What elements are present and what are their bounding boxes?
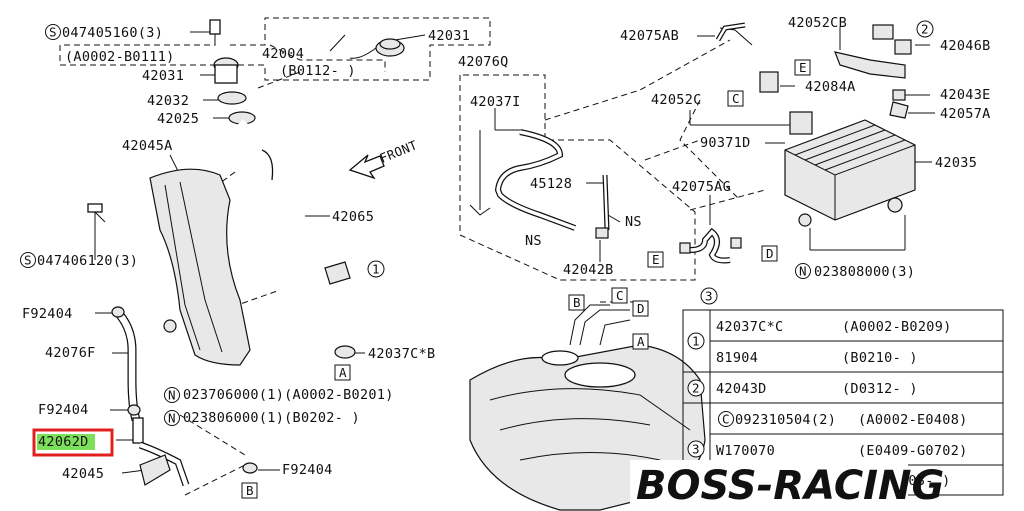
ref-tag-c-2: C	[616, 288, 624, 303]
label-42076f: 42076F	[45, 345, 96, 361]
circle-1-callout: 1	[372, 262, 380, 277]
label-f92404-bottom: F92404	[282, 462, 333, 478]
hose-42075ag	[679, 227, 742, 264]
ref-tag-a: A	[339, 365, 347, 380]
label-42025: 42025	[157, 111, 199, 127]
label-ns-left: NS	[525, 233, 542, 249]
label-42065: 42065	[332, 209, 374, 225]
filler-neck-assembly	[209, 19, 405, 359]
label-023806000: 023806000(1)(B0202- )	[183, 410, 360, 426]
label-42035: 42035	[935, 155, 977, 171]
clip-42037cb	[324, 261, 351, 285]
ref-tag-d-2: D	[637, 301, 645, 316]
highlight-box	[32, 428, 114, 457]
circle-3-callout: 3	[705, 289, 713, 304]
n-symbol: N	[168, 388, 176, 403]
table-ref-3: 3	[692, 442, 700, 457]
label-42031-cap: 42031	[428, 28, 470, 44]
ref-tags: A B E C D E B C D A	[241, 59, 811, 499]
label-42057a: 42057A	[940, 106, 991, 122]
label-a0002-b0111: (A0002-B0111)	[65, 49, 175, 65]
bracket-42052cb	[834, 24, 912, 119]
label-42052cb: 42052CB	[788, 15, 847, 31]
n-symbol-3: N	[799, 264, 807, 279]
table-range-3: (A0002-E0408)	[858, 412, 968, 428]
s-symbol-2: S	[24, 253, 32, 268]
label-90371d: 90371D	[700, 135, 751, 151]
breather-hose-42076f	[111, 306, 258, 487]
label-42062d: 42062D	[38, 434, 89, 450]
label-42043e: 42043E	[940, 87, 991, 103]
table-range-0: (A0002-B0209)	[842, 319, 952, 335]
label-023808000: 023808000(3)	[814, 264, 915, 280]
label-ns-right: NS	[625, 214, 642, 230]
heat-shield-42045a	[87, 168, 251, 366]
label-42004: 42004	[262, 46, 304, 62]
highlight-42062d	[37, 434, 95, 450]
label-42042b: 42042B	[563, 262, 614, 278]
front-label: FRONT	[378, 137, 420, 166]
label-42037i: 42037I	[470, 94, 521, 110]
watermark-boss-racing: BOSS-RACING	[636, 463, 944, 509]
table-range-2: (D0312- )	[842, 381, 918, 397]
label-047406120: 047406120(3)	[37, 253, 138, 269]
label-023706000: 023706000(1)(A0002-B0201)	[183, 387, 394, 403]
ref-tag-c: C	[732, 91, 740, 106]
n-symbol-2: N	[168, 411, 176, 426]
valve-42084a	[715, 22, 779, 93]
label-f92404-top: F92404	[22, 306, 73, 322]
label-42032: 42032	[147, 93, 189, 109]
watermark-bg	[630, 460, 908, 508]
table-part-4: W170070	[716, 443, 775, 459]
table-part-3: 092310504(2)	[735, 412, 836, 428]
canister-42035	[784, 111, 916, 227]
label-42084a: 42084A	[805, 79, 856, 95]
table-ref-2: 2	[692, 381, 700, 396]
table-range-1: (B0210- )	[842, 350, 918, 366]
label-42052c: 42052C	[651, 92, 702, 108]
label-b0112: (B0112- )	[280, 63, 356, 79]
table-range-5: 703- )	[900, 473, 951, 489]
label-42045a: 42045A	[122, 138, 173, 154]
circled-symbols: S S N N N 1 2 3	[20, 20, 934, 426]
s-symbol: S	[49, 25, 57, 40]
label-047405160: 047405160(3)	[62, 25, 163, 41]
label-42076q: 42076Q	[458, 54, 509, 70]
label-42037cb: 42037C*B	[368, 346, 435, 362]
table-range-4: (E0409-G0702)	[858, 443, 968, 459]
front-arrow: FRONT	[348, 137, 420, 180]
table-part-2: 42043D	[716, 381, 767, 397]
ref-tag-b-2: B	[573, 295, 581, 310]
label-42045: 42045	[62, 466, 104, 482]
circle-2-callout: 2	[921, 22, 929, 37]
table-part-0: 42037C*C	[716, 319, 783, 335]
label-42075ab: 42075AB	[620, 28, 679, 44]
ref-tag-b: B	[246, 483, 254, 498]
label-f92404-mid: F92404	[38, 402, 89, 418]
ref-tag-e-2: E	[652, 252, 660, 267]
label-45128: 45128	[530, 176, 572, 192]
label-42075ag: 42075AG	[672, 179, 731, 195]
ref-tag-a-2: A	[637, 334, 645, 349]
label-42031: 42031	[142, 68, 184, 84]
ref-tag-e: E	[799, 60, 807, 75]
c-symbol: C	[722, 412, 730, 427]
label-42046b: 42046B	[940, 38, 991, 54]
evap-pipes-42076q	[469, 129, 610, 239]
table-ref-1: 1	[692, 334, 700, 349]
table-part-1: 81904	[716, 350, 758, 366]
ref-tag-d: D	[766, 246, 774, 261]
part-labels: 047405160(3) (A0002-B0111) 42031 42032 4…	[22, 15, 991, 482]
